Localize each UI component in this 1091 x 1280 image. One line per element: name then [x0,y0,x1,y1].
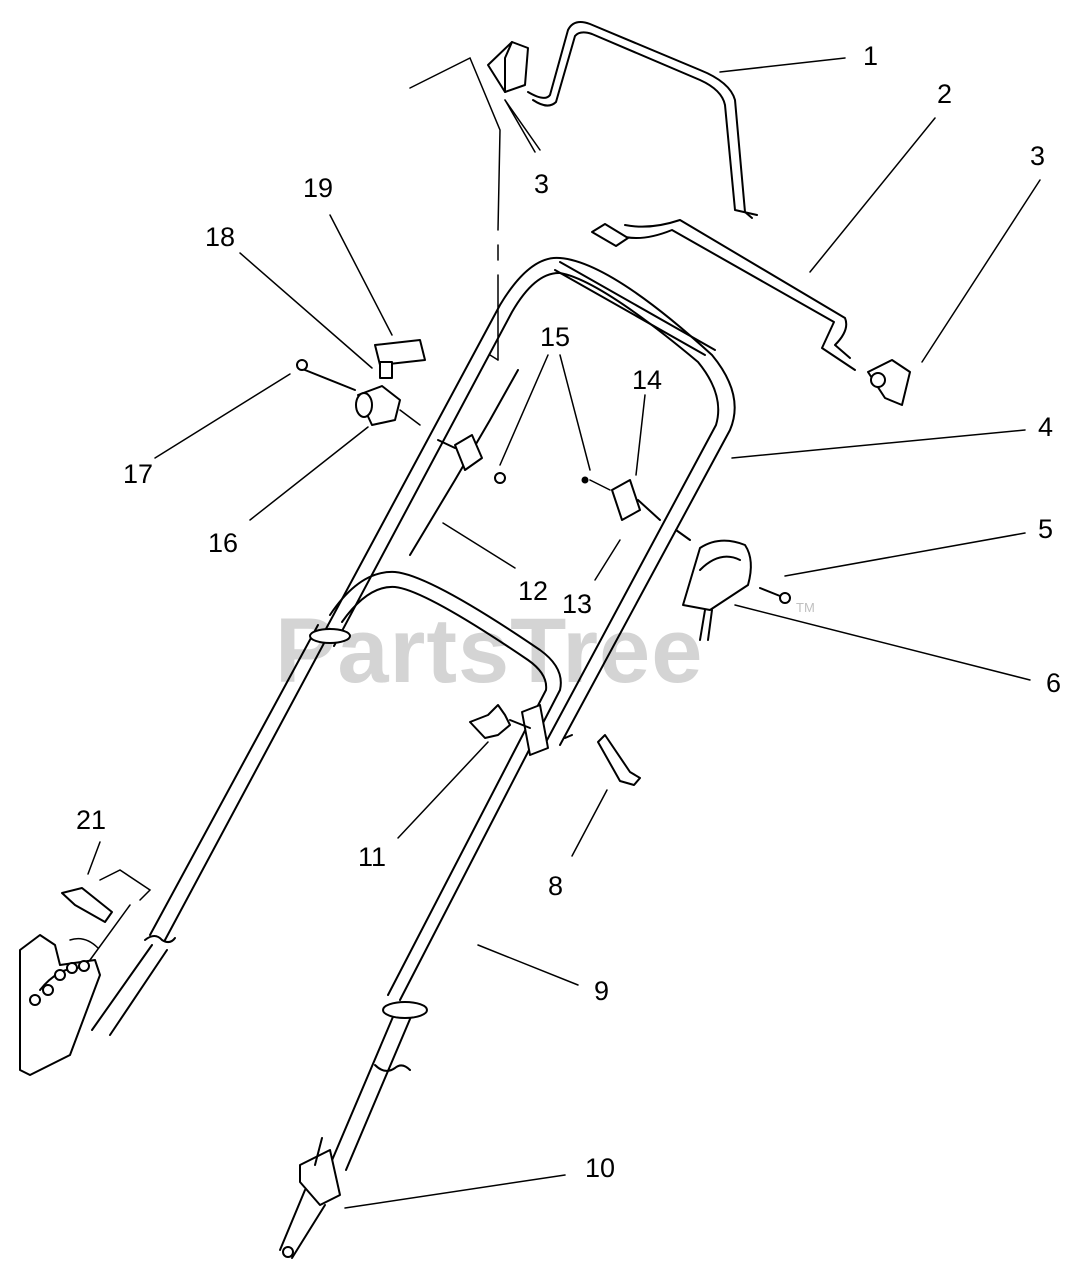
callout-12: 12 [518,576,548,606]
lower-bracket [279,1137,341,1259]
knob-and-bolt [469,704,641,786]
callout-17: 17 [123,459,153,489]
part-2-rod [591,219,911,406]
callout-16: 16 [208,528,238,558]
callout-8: 8 [548,871,563,901]
callout-10: 10 [585,1153,615,1183]
callout-3-right: 3 [1030,141,1045,171]
watermark-text: PartsTree [275,600,703,702]
callout-1: 1 [863,41,878,71]
callout-11: 11 [358,842,386,872]
callout-14: 14 [632,365,662,395]
callout-15: 15 [540,322,570,352]
callout-9: 9 [594,976,609,1006]
leader-lines [87,57,1041,1209]
upper-handle [319,256,736,746]
callout-19: 19 [303,173,333,203]
callout-4: 4 [1038,412,1053,442]
callout-labels: 1 2 3 3 4 5 6 8 9 10 11 12 13 14 15 16 1… [76,41,1061,1183]
callout-2: 2 [937,79,952,109]
throttle-assembly [296,339,426,426]
callout-13: 13 [562,589,592,619]
callout-5: 5 [1038,514,1053,544]
part-1-bail [487,21,758,219]
callout-21: 21 [76,805,106,835]
height-adjuster [19,869,152,1076]
callout-6: 6 [1046,668,1061,698]
callout-18: 18 [205,222,235,252]
alignment-lines [409,56,501,361]
cable-assembly [409,369,661,556]
lower-handle [91,570,573,1171]
watermark-trademark: TM [796,600,815,615]
control-bail-housing [675,529,791,641]
callout-3-top: 3 [534,169,549,199]
